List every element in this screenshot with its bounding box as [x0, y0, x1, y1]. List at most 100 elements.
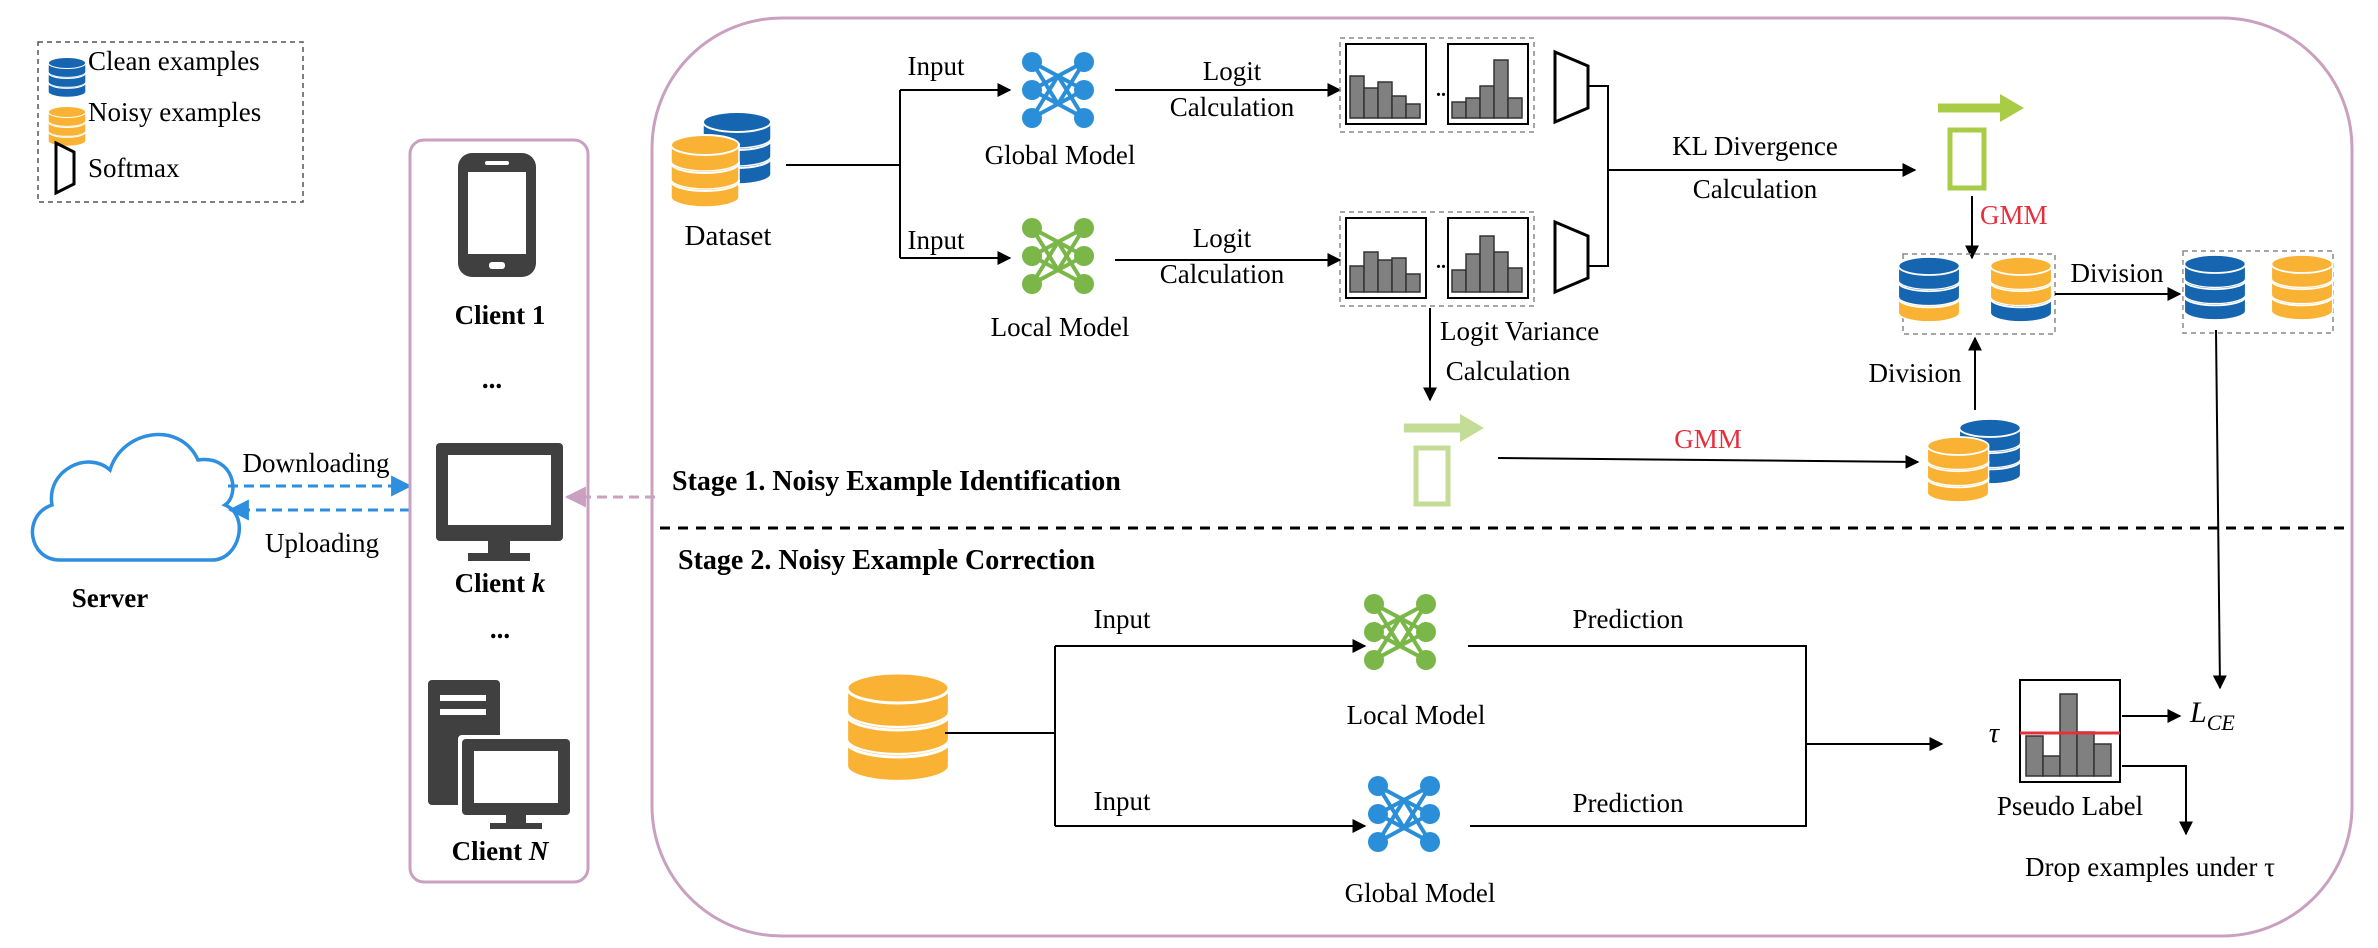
dataset-label: Dataset	[685, 220, 772, 252]
clean-db-icon	[47, 56, 87, 98]
prediction-merge	[1468, 645, 1807, 827]
histogram-bar	[1507, 267, 1523, 293]
gmm-top-label: GMM	[1980, 200, 2048, 230]
histogram-bar	[2093, 743, 2112, 777]
histogram-bar	[1465, 253, 1481, 293]
division-right-label: Division	[2070, 258, 2164, 288]
histogram-bar	[2059, 693, 2078, 777]
server-label: Server	[72, 583, 148, 613]
legend-noisy-label: Noisy examples	[88, 97, 261, 127]
legend-softmax-label: Softmax	[88, 153, 180, 183]
stage2-global-model-label: Global Model	[1345, 878, 1496, 908]
stage-1-title: Stage 1. Noisy Example Identification	[672, 466, 1121, 497]
histogram-bar	[2076, 731, 2095, 777]
client-1-label: Client 1	[455, 300, 546, 330]
mixed-yellow-icon	[1926, 436, 1990, 503]
stage-2: Stage 2. Noisy Example Correction Input …	[678, 329, 2275, 908]
histogram-bar	[1349, 75, 1365, 119]
stage2-global-network-icon	[1368, 776, 1440, 852]
gmm-bottom-label: GMM	[1674, 424, 1742, 454]
histogram-bar	[2025, 735, 2044, 777]
split-right-noisy-icon	[2270, 254, 2334, 321]
global-logit-histogram-2	[1451, 59, 1523, 119]
global-logit-histogram-1	[1349, 75, 1421, 119]
input-top-label: Input	[908, 51, 965, 81]
clients-panel: Client 1 ... Client k ... Client N	[408, 138, 590, 884]
stage2-local-model-label: Local Model	[1347, 700, 1486, 730]
clean-to-loss-arrow	[2212, 329, 2227, 690]
kl-label-l2: Calculation	[1693, 174, 1818, 204]
softmax-merge	[1588, 85, 1609, 267]
histogram-bar	[2042, 755, 2061, 777]
prediction-top-label: Prediction	[1573, 604, 1684, 634]
phone-icon	[458, 153, 536, 277]
noisy-db-icon	[47, 105, 87, 147]
histogram-bar	[1405, 103, 1421, 119]
monitor-icon	[436, 443, 563, 561]
histogram-bar	[1377, 259, 1393, 293]
legend-box	[37, 41, 304, 203]
tau-label: τ	[1989, 717, 2001, 749]
histogram-bar	[1405, 273, 1421, 293]
histogram-bar	[1493, 251, 1509, 293]
pseudo-label-chart	[2019, 679, 2121, 783]
dataset-yellow-icon	[670, 134, 740, 208]
gmm-bottom-arrow	[1497, 454, 1920, 469]
variance-label-l2: Calculation	[1446, 356, 1571, 386]
local-model-label: Local Model	[991, 312, 1130, 342]
histogram-bar	[1363, 87, 1379, 119]
softmax-global-icon	[1553, 49, 1590, 125]
division-up-label: Division	[1868, 358, 1962, 388]
main-panel	[650, 16, 2354, 938]
clients-ellipsis-top: ...	[482, 364, 502, 394]
local-model-network-icon	[1022, 218, 1094, 294]
histogram-bar	[1451, 101, 1467, 119]
input-bottom-label: Input	[908, 225, 965, 255]
global-model-label: Global Model	[985, 140, 1136, 170]
variance-label-l1: Logit Variance	[1440, 316, 1599, 346]
split-mid-clean-blue-icon	[1897, 256, 1961, 323]
loss-label: LCE	[2189, 696, 2235, 735]
histogram-bar	[1479, 85, 1495, 119]
histogram-bar	[1465, 97, 1481, 119]
logit-bottom-label-l2: Calculation	[1160, 259, 1285, 289]
kl-vector-icon	[1938, 94, 2024, 191]
pseudo-label-histogram	[2025, 693, 2112, 777]
downloading-label: Downloading	[243, 448, 390, 478]
clients-ellipsis-bottom: ...	[490, 614, 510, 644]
prediction-bottom-label: Prediction	[1573, 788, 1684, 818]
kl-label-l1: KL Divergence	[1672, 131, 1838, 161]
local-logits-group: ...	[1339, 211, 1535, 307]
client-k-label: Client k	[455, 568, 546, 598]
histogram-bar	[1391, 95, 1407, 119]
client-N-label: Client N	[452, 836, 550, 866]
logit-top-label-l1: Logit	[1203, 56, 1262, 86]
uploading-label: Uploading	[265, 528, 379, 558]
clients-box	[408, 138, 590, 884]
histogram-bar	[1479, 235, 1495, 293]
histogram-bar	[1391, 257, 1407, 293]
global-model-network-icon	[1022, 52, 1094, 128]
split-mid-noisy-yellow-icon	[1989, 256, 2053, 323]
logit-top-label-l2: Calculation	[1170, 92, 1295, 122]
local-logit-histogram-2	[1451, 235, 1523, 293]
legend-clean-label: Clean examples	[88, 46, 260, 76]
logit-bottom-label-l1: Logit	[1193, 223, 1252, 253]
softmax-icon	[54, 140, 76, 196]
split-right-clean-icon	[2183, 254, 2247, 321]
histogram-bar	[1507, 97, 1523, 119]
stage-2-title: Stage 2. Noisy Example Correction	[678, 545, 1096, 576]
softmax-local-icon	[1553, 219, 1590, 295]
local-logit-histogram-1	[1349, 251, 1421, 293]
desktop-icon	[428, 680, 574, 829]
drop-arrow	[2122, 765, 2193, 836]
variance-vector-icon	[1404, 414, 1484, 507]
stage2-input-top-label: Input	[1094, 604, 1151, 634]
histogram-bar	[1349, 265, 1365, 293]
histogram-bar	[1377, 81, 1393, 119]
stage2-local-network-icon	[1364, 594, 1436, 670]
drop-label: Drop examples under τ	[2025, 852, 2275, 882]
histogram-bar	[1363, 251, 1379, 293]
server: Server Downloading Uploading	[30, 432, 413, 613]
